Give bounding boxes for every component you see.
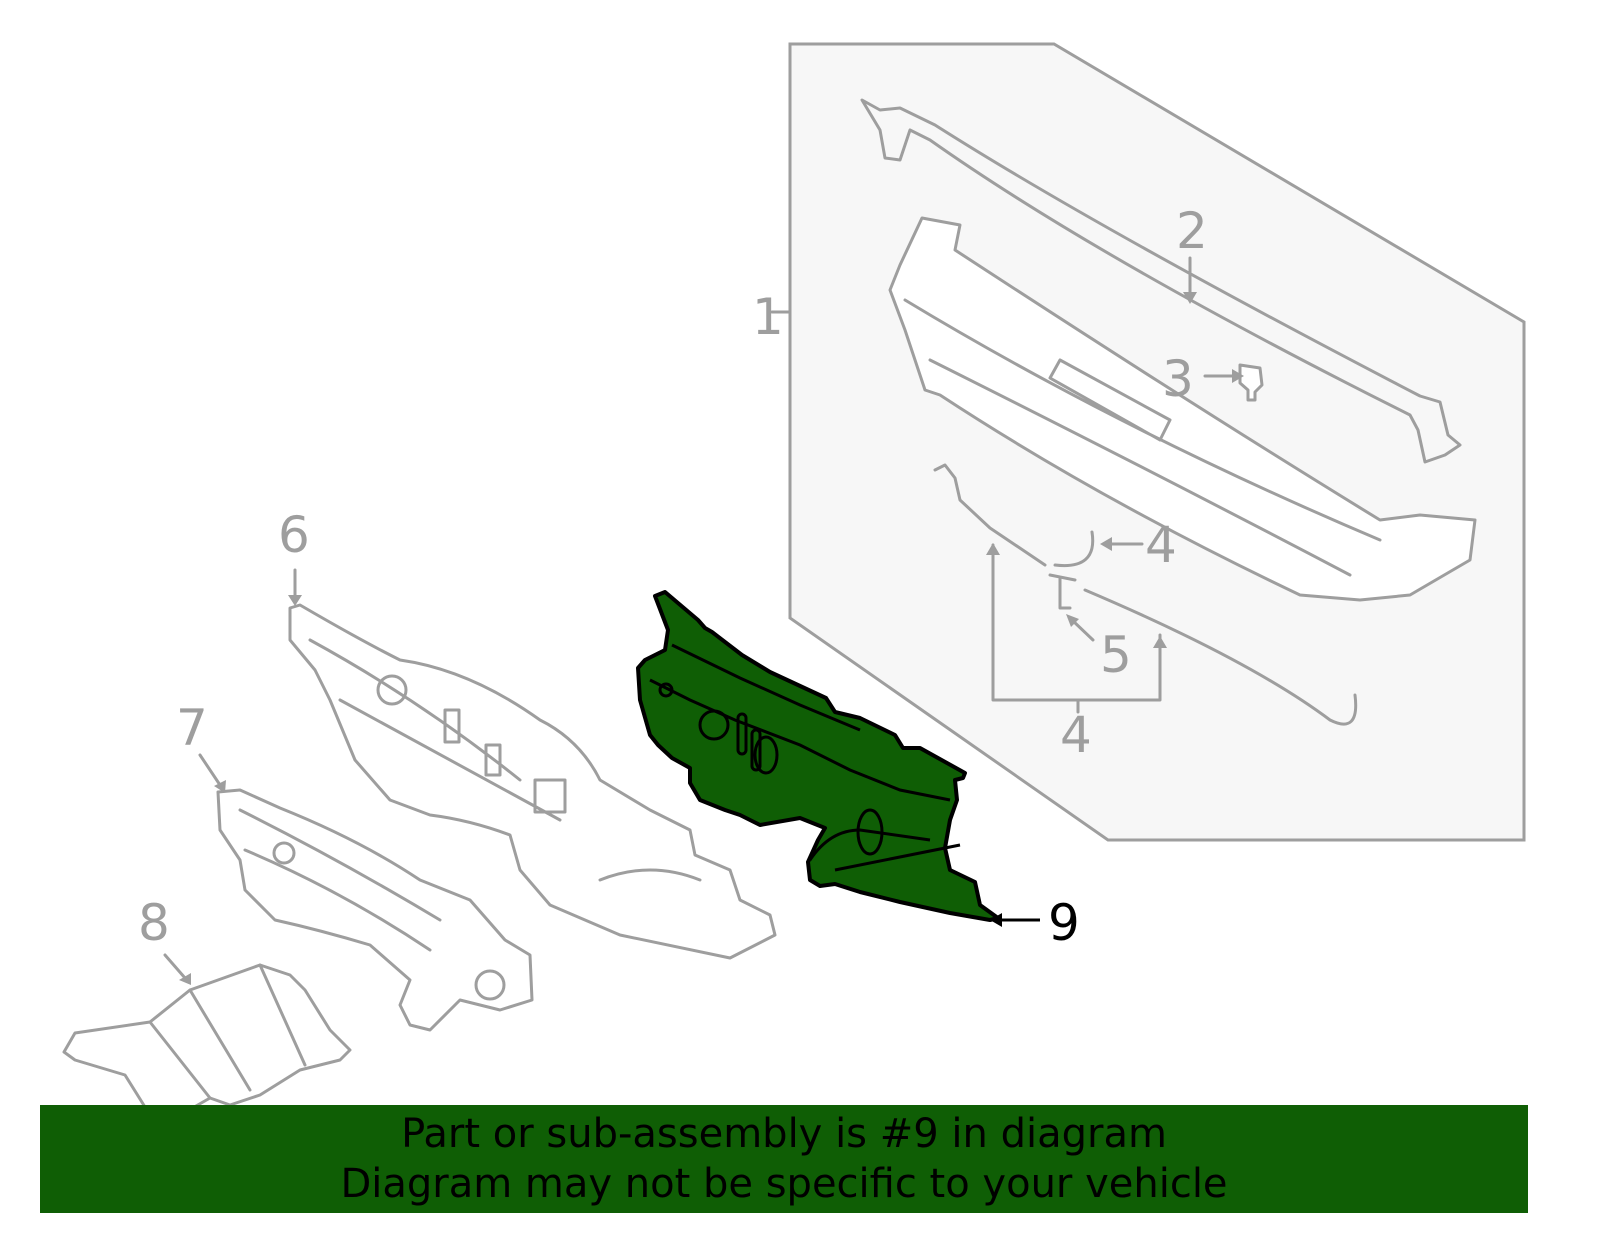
callout-9: 9 bbox=[1048, 894, 1080, 952]
callout-3: 3 bbox=[1162, 350, 1194, 408]
part-3-clip bbox=[1238, 363, 1264, 402]
callout-1: 1 bbox=[752, 288, 784, 346]
callout-4: 4 bbox=[1145, 516, 1177, 574]
callout-5: 5 bbox=[1100, 626, 1132, 684]
callout-4-bracket: 4 bbox=[1060, 706, 1092, 764]
banner-line-2: Diagram may not be specific to your vehi… bbox=[340, 1161, 1228, 1207]
callout-7: 7 bbox=[176, 699, 208, 757]
part-4-hose bbox=[933, 463, 1047, 567]
callout-2: 2 bbox=[1176, 202, 1208, 260]
callout-8: 8 bbox=[138, 894, 170, 952]
banner-line-1: Part or sub-assembly is #9 in diagram bbox=[401, 1111, 1167, 1157]
part-2-seal bbox=[860, 98, 1462, 464]
part-9-details bbox=[649, 643, 961, 872]
callout-6: 6 bbox=[278, 506, 310, 564]
info-banner: Part or sub-assembly is #9 in diagram Di… bbox=[40, 1105, 1528, 1213]
part-7-insulator bbox=[216, 788, 534, 1032]
cowl-panel bbox=[888, 216, 1477, 602]
part-5-connector bbox=[1048, 573, 1077, 610]
leader-arrows bbox=[163, 256, 1244, 985]
